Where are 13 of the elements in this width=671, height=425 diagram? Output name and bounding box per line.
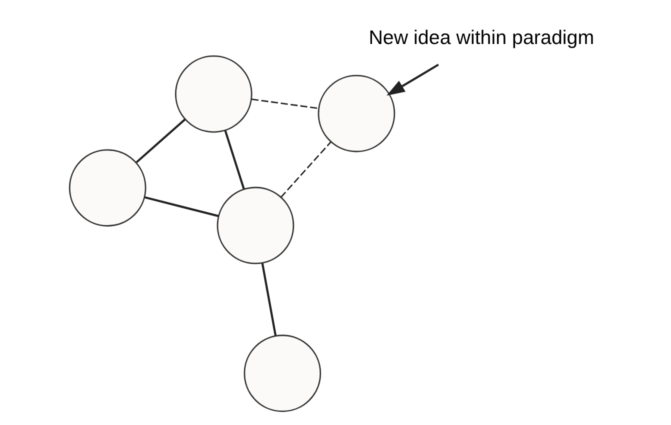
node-circle bbox=[68, 149, 146, 227]
node-circle bbox=[174, 55, 252, 133]
connector bbox=[250, 98, 318, 110]
arrow bbox=[386, 64, 438, 96]
connector bbox=[280, 141, 332, 198]
connector bbox=[135, 118, 186, 164]
node-circle bbox=[216, 186, 294, 264]
node-text: New idea within paradigm bbox=[368, 27, 594, 50]
node-circle bbox=[243, 334, 321, 412]
node-circle bbox=[317, 74, 395, 152]
connector bbox=[144, 196, 218, 218]
connector bbox=[260, 262, 276, 336]
connector bbox=[224, 130, 244, 190]
